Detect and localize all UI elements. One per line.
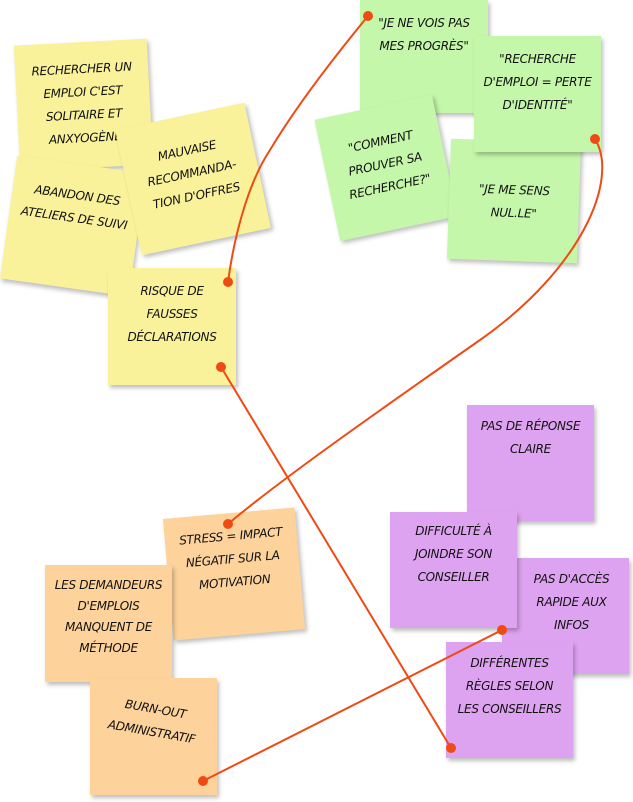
- note-text: "Je me sens nul.le": [478, 181, 550, 221]
- sticky-note[interactable]: Pas d'accès rapide aux infos: [502, 558, 629, 674]
- note-text: Pas d'accès rapide aux infos: [533, 572, 610, 632]
- note-text: Difficulté à joindre son conseiller: [414, 524, 493, 584]
- note-text: Burn-out administratif: [106, 696, 197, 747]
- sticky-note[interactable]: Pas de réponse claire: [467, 405, 594, 521]
- note-text: Stress = impact négatif sur la motivatio…: [178, 524, 283, 593]
- sticky-note[interactable]: Burn-out administratif: [90, 678, 217, 795]
- sticky-note[interactable]: Risque de fausses déclarations: [108, 268, 236, 385]
- sticky-note[interactable]: Stress = impact négatif sur la motivatio…: [162, 507, 306, 641]
- note-text: Différentes règles selon les conseillers: [457, 656, 562, 716]
- sticky-note[interactable]: "Je ne vois pas mes progrès": [360, 0, 488, 113]
- sticky-note[interactable]: "Recherche d'emploi = perte d'identité": [474, 36, 601, 152]
- note-text: "Recherche d'emploi = perte d'identité": [483, 52, 592, 112]
- note-text: Risque de fausses déclarations: [127, 284, 217, 344]
- note-text: Abandon des ateliers de suivi: [20, 182, 129, 233]
- sticky-note[interactable]: "Comment prouver sa recherche?": [314, 94, 458, 242]
- sticky-note[interactable]: Les demandeurs d'emplois manquent de mét…: [45, 565, 172, 682]
- note-text: Pas de réponse claire: [480, 419, 581, 456]
- note-text: Les demandeurs d'emplois manquent de mét…: [54, 578, 163, 655]
- sticky-note[interactable]: Difficulté à joindre son conseiller: [390, 512, 517, 628]
- sticky-note[interactable]: Différentes règles selon les conseillers: [446, 642, 573, 758]
- sticky-note[interactable]: Mauvaise recommanda-tion d'offres: [115, 102, 271, 256]
- sticky-note[interactable]: "Je me sens nul.le": [446, 138, 582, 264]
- note-text: "Je ne vois pas mes progrès": [378, 16, 470, 53]
- note-text: Mauvaise recommanda-tion d'offres: [146, 137, 242, 212]
- note-text: "Comment prouver sa recherche?": [346, 127, 432, 203]
